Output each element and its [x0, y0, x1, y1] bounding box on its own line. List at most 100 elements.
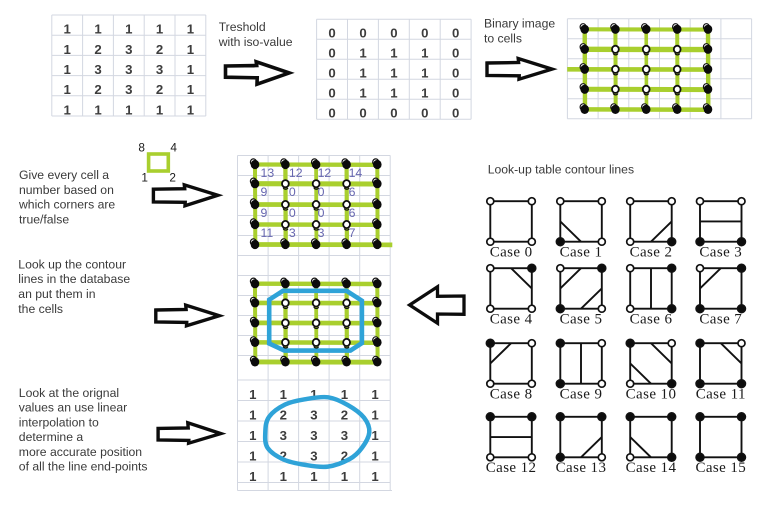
svg-text:3: 3: [125, 62, 132, 77]
svg-text:3: 3: [125, 42, 132, 57]
svg-text:of all the line end-points: of all the line end-points: [19, 460, 148, 474]
svg-text:more accurate position: more accurate position: [19, 445, 142, 459]
svg-text:3: 3: [280, 428, 287, 443]
svg-text:6: 6: [349, 206, 356, 220]
svg-text:1: 1: [421, 46, 428, 61]
svg-text:0: 0: [452, 66, 459, 81]
svg-text:1: 1: [421, 66, 428, 81]
svg-text:Case 5: Case 5: [560, 312, 603, 328]
svg-text:2: 2: [94, 82, 101, 97]
svg-text:1: 1: [249, 387, 256, 402]
svg-text:0: 0: [328, 26, 335, 41]
svg-text:1: 1: [187, 102, 194, 117]
svg-text:Case 14: Case 14: [626, 460, 677, 476]
svg-text:14: 14: [349, 166, 363, 180]
svg-text:12: 12: [318, 166, 332, 180]
svg-text:0: 0: [421, 106, 428, 121]
svg-text:1: 1: [371, 448, 378, 463]
svg-text:Case 8: Case 8: [490, 387, 533, 403]
svg-text:2: 2: [341, 448, 348, 463]
svg-text:1: 1: [371, 407, 378, 422]
svg-text:values an use linear: values an use linear: [19, 401, 127, 415]
svg-text:0: 0: [452, 106, 459, 121]
svg-text:9: 9: [261, 206, 268, 220]
svg-text:2: 2: [169, 171, 176, 185]
svg-text:0: 0: [390, 26, 397, 41]
svg-text:0: 0: [328, 46, 335, 61]
svg-text:lines in the database: lines in the database: [18, 272, 130, 286]
svg-text:8: 8: [138, 140, 145, 154]
svg-text:1: 1: [187, 62, 194, 77]
svg-text:7: 7: [349, 226, 356, 240]
svg-text:Give every cell a: Give every cell a: [19, 168, 109, 182]
svg-text:0: 0: [328, 106, 335, 121]
svg-text:1: 1: [187, 42, 194, 57]
svg-text:determine a: determine a: [19, 430, 84, 444]
svg-text:1: 1: [371, 469, 378, 484]
svg-text:1: 1: [359, 66, 366, 81]
svg-text:9: 9: [261, 185, 268, 199]
svg-text:Case 13: Case 13: [556, 460, 607, 476]
svg-text:1: 1: [341, 387, 348, 402]
svg-text:3: 3: [310, 428, 317, 443]
svg-text:1: 1: [280, 387, 287, 402]
svg-text:Case 6: Case 6: [630, 312, 673, 328]
svg-text:0: 0: [421, 26, 428, 41]
svg-text:Case 15: Case 15: [695, 460, 746, 476]
svg-text:0: 0: [318, 185, 325, 199]
svg-text:1: 1: [310, 387, 317, 402]
svg-text:1: 1: [187, 22, 194, 37]
svg-text:0: 0: [328, 66, 335, 81]
svg-text:0: 0: [390, 106, 397, 121]
svg-text:Case 4: Case 4: [490, 312, 533, 328]
svg-text:0: 0: [289, 206, 296, 220]
svg-text:2: 2: [156, 82, 163, 97]
svg-text:2: 2: [341, 407, 348, 422]
svg-text:1: 1: [310, 469, 317, 484]
svg-text:an put them in: an put them in: [18, 287, 95, 301]
svg-text:to cells: to cells: [484, 32, 522, 46]
svg-text:2: 2: [156, 42, 163, 57]
svg-text:1: 1: [125, 22, 132, 37]
svg-text:true/false: true/false: [19, 212, 69, 226]
svg-text:interpolation to: interpolation to: [19, 415, 99, 429]
svg-text:which corners are: which corners are: [18, 198, 115, 212]
svg-text:1: 1: [280, 469, 287, 484]
svg-text:13: 13: [261, 166, 275, 180]
svg-text:1: 1: [371, 428, 378, 443]
svg-text:1: 1: [125, 102, 132, 117]
svg-text:0: 0: [328, 86, 335, 101]
svg-text:Case 9: Case 9: [560, 387, 603, 403]
svg-text:3: 3: [318, 226, 325, 240]
svg-text:3: 3: [94, 62, 101, 77]
svg-text:Case 2: Case 2: [630, 245, 673, 261]
svg-text:0: 0: [359, 106, 366, 121]
svg-text:0: 0: [289, 185, 296, 199]
svg-text:1: 1: [249, 428, 256, 443]
svg-text:Case 12: Case 12: [486, 460, 537, 476]
svg-text:2: 2: [280, 407, 287, 422]
svg-text:1: 1: [371, 387, 378, 402]
svg-text:3: 3: [289, 226, 296, 240]
svg-text:the cells: the cells: [18, 302, 63, 316]
svg-text:0: 0: [318, 206, 325, 220]
svg-text:1: 1: [359, 86, 366, 101]
svg-text:3: 3: [310, 407, 317, 422]
svg-text:3: 3: [341, 428, 348, 443]
svg-text:Look up the contour: Look up the contour: [18, 258, 126, 272]
svg-text:3: 3: [156, 62, 163, 77]
svg-text:11: 11: [261, 226, 274, 240]
svg-text:1: 1: [341, 469, 348, 484]
svg-text:Binary image: Binary image: [484, 17, 555, 31]
svg-text:Case 3: Case 3: [699, 245, 742, 261]
svg-text:1: 1: [156, 102, 163, 117]
svg-text:6: 6: [349, 185, 356, 199]
svg-text:Case 11: Case 11: [696, 387, 746, 403]
svg-text:4: 4: [170, 140, 177, 154]
svg-text:1: 1: [64, 102, 71, 117]
svg-text:Case 0: Case 0: [490, 245, 533, 261]
svg-text:1: 1: [156, 22, 163, 37]
svg-text:1: 1: [94, 102, 101, 117]
svg-text:1: 1: [249, 407, 256, 422]
svg-text:1: 1: [64, 22, 71, 37]
